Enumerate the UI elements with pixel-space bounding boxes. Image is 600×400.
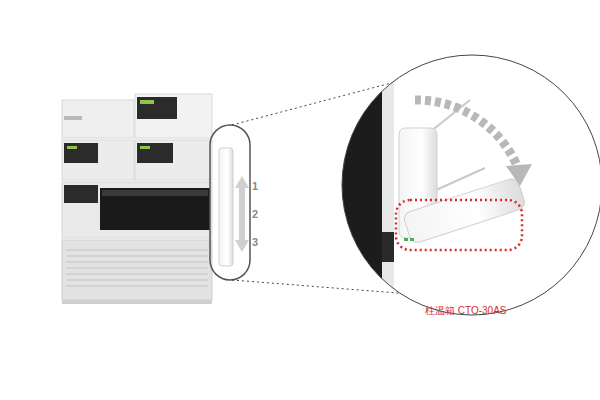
hplc-stack [62,94,212,304]
callout-number: 3 [252,236,258,248]
part-label: 柱温箱 CTO-30AS [425,305,507,316]
callout-number: 1 [252,180,258,192]
callout-number: 2 [252,208,258,220]
position-arrow [235,176,249,252]
